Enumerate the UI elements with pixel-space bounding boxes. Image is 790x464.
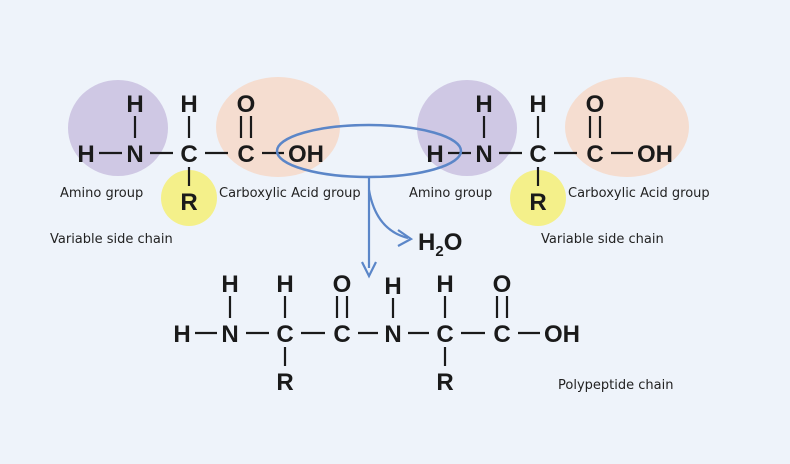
atom-c: C bbox=[436, 321, 453, 348]
atom-h: H bbox=[180, 91, 197, 118]
side-chain-highlight-2 bbox=[510, 170, 566, 226]
label-carboxylic-acid-group-1: Carboxylic Acid group bbox=[219, 186, 361, 201]
dipeptide: H H O H H O H N C C N C C OH R R bbox=[173, 271, 580, 396]
atom-r: R bbox=[436, 369, 453, 396]
carboxyl-group-highlight-1 bbox=[216, 77, 340, 177]
atom-n: N bbox=[475, 141, 492, 168]
atom-h: H bbox=[276, 271, 293, 298]
atom-r: R bbox=[276, 369, 293, 396]
atom-h: H bbox=[77, 141, 94, 168]
atom-c: C bbox=[586, 141, 603, 168]
condensation-ring bbox=[275, 123, 463, 179]
label-variable-side-chain-1: Variable side chain bbox=[50, 232, 173, 247]
atom-r: R bbox=[529, 189, 546, 216]
water-arrow-shaft bbox=[367, 189, 409, 240]
atom-o: O bbox=[586, 91, 605, 118]
atom-h: H bbox=[475, 91, 492, 118]
carboxyl-group-highlight-2 bbox=[565, 77, 689, 177]
atom-c: C bbox=[529, 141, 546, 168]
label-variable-side-chain-2: Variable side chain bbox=[541, 232, 664, 247]
label-amino-group-1: Amino group bbox=[60, 186, 143, 201]
label-polypeptide-chain: Polypeptide chain bbox=[558, 378, 673, 393]
amino-group-highlight-2 bbox=[417, 80, 517, 176]
atom-h: H bbox=[173, 321, 190, 348]
amino-acid-1: H H O H N C C OH R bbox=[77, 91, 324, 216]
atom-oh: OH bbox=[288, 141, 324, 168]
atom-c: C bbox=[237, 141, 254, 168]
atom-o: O bbox=[493, 271, 512, 298]
water-molecule: H2O bbox=[418, 229, 462, 260]
atom-oh: OH bbox=[637, 141, 673, 168]
atom-h: H bbox=[384, 273, 401, 300]
amino-group-highlight-1 bbox=[68, 80, 168, 176]
label-amino-group-2: Amino group bbox=[409, 186, 492, 201]
atom-n: N bbox=[126, 141, 143, 168]
atom-c: C bbox=[493, 321, 510, 348]
water-arrow-head bbox=[397, 229, 414, 247]
reaction-arrow-head bbox=[361, 261, 377, 279]
amino-acid-2: H H O H N C C OH R bbox=[426, 91, 673, 216]
atom-h: H bbox=[126, 91, 143, 118]
atom-h: H bbox=[221, 271, 238, 298]
atom-r: R bbox=[180, 189, 197, 216]
atom-c: C bbox=[333, 321, 350, 348]
atom-c: C bbox=[276, 321, 293, 348]
label-carboxylic-acid-group-2: Carboxylic Acid group bbox=[568, 186, 710, 201]
atom-o: O bbox=[237, 91, 256, 118]
atom-h: H bbox=[426, 141, 443, 168]
atom-oh: OH bbox=[544, 321, 580, 348]
atom-n: N bbox=[221, 321, 238, 348]
side-chain-highlight-1 bbox=[161, 170, 217, 226]
atom-o: O bbox=[333, 271, 352, 298]
atom-h: H bbox=[529, 91, 546, 118]
atom-c: C bbox=[180, 141, 197, 168]
atom-h: H bbox=[436, 271, 453, 298]
atom-n: N bbox=[384, 321, 401, 348]
